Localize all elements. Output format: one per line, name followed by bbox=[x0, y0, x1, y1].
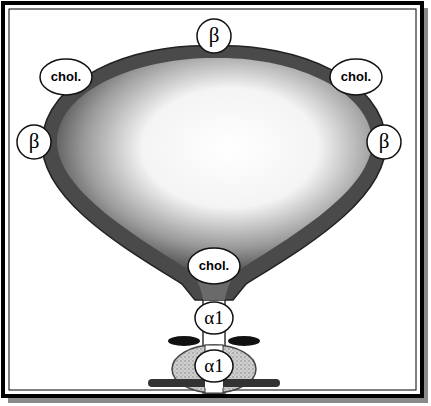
receptor-outline bbox=[367, 125, 401, 159]
frame-inner bbox=[9, 9, 416, 390]
receptor-circle: α1 bbox=[194, 349, 234, 383]
receptor-outline bbox=[195, 302, 233, 334]
bladder-lumen bbox=[57, 58, 372, 272]
receptor-circle: β bbox=[16, 124, 52, 160]
receptor-outline bbox=[197, 19, 231, 53]
receptor-circle: β bbox=[196, 18, 232, 54]
receptor-label: chol. bbox=[199, 259, 229, 273]
receptor-circle: chol. bbox=[329, 58, 383, 96]
receptor-label: α1 bbox=[204, 308, 223, 329]
receptor-label: α1 bbox=[204, 356, 223, 377]
receptor-label: chol. bbox=[341, 70, 371, 84]
receptor-outline bbox=[330, 59, 382, 95]
receptor-circle: chol. bbox=[187, 247, 241, 285]
receptor-circle: α1 bbox=[194, 301, 234, 335]
receptor-outline bbox=[195, 350, 233, 382]
receptor-circle: chol. bbox=[39, 58, 93, 96]
bladder-wall bbox=[42, 46, 386, 300]
frame bbox=[3, 3, 422, 396]
sphincter bbox=[228, 336, 260, 346]
sphincter bbox=[168, 336, 200, 346]
receptor-label: β bbox=[29, 130, 40, 153]
receptor-outline bbox=[188, 248, 240, 284]
receptor-label: β bbox=[209, 24, 220, 47]
receptor-label: chol. bbox=[51, 70, 81, 84]
receptor-circle: β bbox=[366, 124, 402, 160]
receptor-label: β bbox=[379, 130, 390, 153]
receptor-outline bbox=[40, 59, 92, 95]
receptor-outline bbox=[17, 125, 51, 159]
